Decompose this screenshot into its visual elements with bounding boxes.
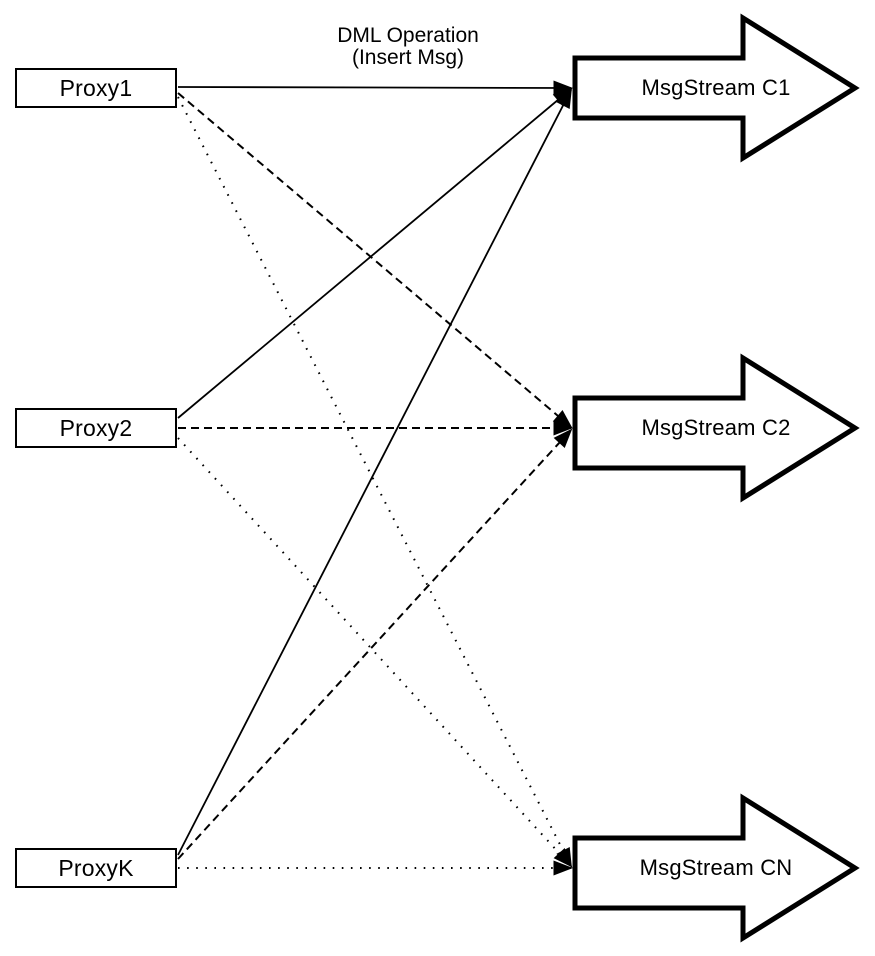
edge-proxyk-to-msgstream-c2: [177, 428, 573, 860]
node-proxy1: Proxy1: [15, 68, 177, 108]
node-proxy1-label: Proxy1: [59, 74, 133, 101]
edge-proxy2-to-msgstream-cn: [177, 437, 573, 868]
edge-proxy1-to-msgstream-c2: [177, 92, 573, 429]
node-proxy2: Proxy2: [15, 408, 177, 448]
edge-label-dml-operation: DML Operation (Insert Msg): [288, 25, 528, 69]
msgstream-c1-label: MsgStream C1: [641, 75, 791, 100]
node-proxyk: ProxyK: [15, 848, 177, 888]
msgstream-c2-arrow-shape: [572, 353, 860, 503]
msgstream-c1-arrow-shape: [572, 13, 860, 163]
edge-proxy2-to-msgstream-c1: [177, 87, 573, 419]
node-proxy2-label: Proxy2: [59, 414, 133, 441]
edge-label-line1: DML Operation: [337, 24, 479, 47]
edge-proxy1-to-msgstream-cn: [177, 96, 572, 868]
msgstream-cn-arrow-shape: [572, 793, 860, 943]
edge-proxy1-to-msgstream-c1: [177, 80, 573, 96]
edge-label-line2: (Insert Msg): [351, 46, 464, 69]
msgstream-c2-label: MsgStream C2: [641, 415, 791, 440]
msgstream-cn-label: MsgStream CN: [639, 855, 793, 880]
edge-proxyk-to-msgstream-c1: [177, 88, 572, 856]
node-proxyk-label: ProxyK: [58, 854, 134, 881]
